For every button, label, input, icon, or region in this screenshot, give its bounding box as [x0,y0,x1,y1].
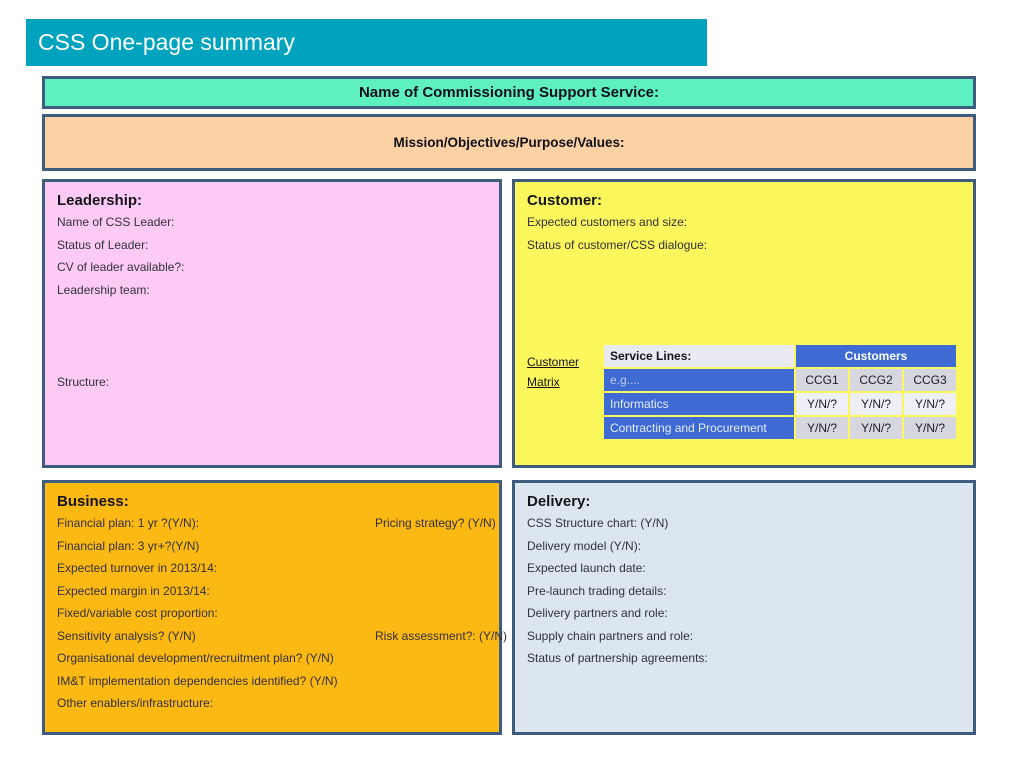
customer-heading: Customer: [527,192,603,209]
customer-panel: Customer: Expected customers and size: S… [512,179,976,468]
matrix-cell: Y/N/? [904,393,956,415]
business-row: IM&T implementation dependencies identif… [57,670,487,693]
business-row: Expected margin in 2013/14: [57,580,487,603]
matrix-header-customers: Customers [796,345,956,367]
business-heading: Business: [57,493,129,510]
business-field-right: Risk assessment?: (Y/N) [375,628,508,643]
delivery-field: Pre-launch trading details: [527,583,667,598]
matrix-row-informatics: Informatics Y/N/? Y/N/? Y/N/? [604,393,956,415]
matrix-cell: Y/N/? [850,393,902,415]
matrix-header-row: Service Lines: Customers [604,345,956,367]
matrix-row-eg: e.g.... CCG1 CCG2 CCG3 [604,369,956,391]
matrix-cell: CCG2 [850,369,902,391]
delivery-field: Expected launch date: [527,561,646,575]
matrix-header-service-lines: Service Lines: [604,345,794,367]
matrix-cell: Y/N/? [904,417,956,439]
customer-field: Status of customer/CSS dialogue: [527,237,708,252]
customer-matrix-table: Service Lines: Customers e.g.... CCG1 CC… [602,343,958,441]
mission-box: Mission/Objectives/Purpose/Values: [42,114,976,171]
matrix-cell: Y/N/? [850,417,902,439]
business-field: Expected margin in 2013/14: [57,583,210,598]
matrix-row-label: Contracting and Procurement [604,417,794,439]
leadership-heading: Leadership: [57,192,143,209]
matrix-row-label: e.g.... [604,369,794,391]
matrix-cell: CCG3 [904,369,956,391]
matrix-row-contracting: Contracting and Procurement Y/N/? Y/N/? … [604,417,956,439]
business-field: Financial plan: 3 yr+?(Y/N) [57,538,200,553]
matrix-cell: Y/N/? [796,393,848,415]
customer-field: Expected customers and size: [527,215,688,229]
business-field: Financial plan: 1 yr ?(Y/N): [57,516,200,530]
business-field: Other enablers/infrastructure: [57,696,214,710]
matrix-cell: Y/N/? [796,417,848,439]
leadership-field: Status of Leader: [57,237,149,252]
page-title: CSS One-page summary [38,29,295,55]
matrix-cell: CCG1 [796,369,848,391]
business-row: Expected turnover in 2013/14: [57,557,487,580]
slide-title-bar: CSS One-page summary [26,19,707,66]
delivery-heading: Delivery: [527,493,591,510]
business-field: Sensitivity analysis? (Y/N) [57,628,196,643]
business-row: Organisational development/recruitment p… [57,647,487,670]
customer-matrix-label: Customer Matrix [527,355,580,389]
business-row: Fixed/variable cost proportion: [57,602,487,625]
business-row: Other enablers/infrastructure: [57,692,487,715]
leadership-field: Leadership team: [57,282,150,297]
business-field: IM&T implementation dependencies identif… [57,673,338,688]
business-panel: Business: Financial plan: 1 yr ?(Y/N): P… [42,480,507,735]
business-row: Financial plan: 1 yr ?(Y/N): Pricing str… [57,512,496,535]
name-of-service-label: Name of Commissioning Support Service: [358,84,660,101]
business-field-right: Pricing strategy? (Y/N) [375,516,496,530]
matrix-row-label: Informatics [604,393,794,415]
leadership-field: Name of CSS Leader: [57,215,175,229]
delivery-field: Delivery model (Y/N): [527,538,642,553]
delivery-field: CSS Structure chart: (Y/N) [527,516,669,530]
name-of-service-box: Name of Commissioning Support Service: [42,76,976,109]
delivery-panel: Delivery: CSS Structure chart: (Y/N) Del… [512,480,976,735]
business-field: Organisational development/recruitment p… [57,651,334,665]
business-row: Financial plan: 3 yr+?(Y/N) [57,535,487,558]
business-field: Fixed/variable cost proportion: [57,606,218,620]
leadership-field: CV of leader available?: [57,260,185,274]
mission-label: Mission/Objectives/Purpose/Values: [393,135,625,150]
delivery-field: Supply chain partners and role: [527,628,694,643]
leadership-panel: Leadership: Name of CSS Leader: Status o… [42,179,502,468]
business-row: Sensitivity analysis? (Y/N) Risk assessm… [57,625,507,648]
leadership-structure-field: Structure: [57,375,110,389]
business-field: Expected turnover in 2013/14: [57,561,218,575]
delivery-field: Status of partnership agreements: [527,651,708,665]
delivery-field: Delivery partners and role: [527,606,668,620]
